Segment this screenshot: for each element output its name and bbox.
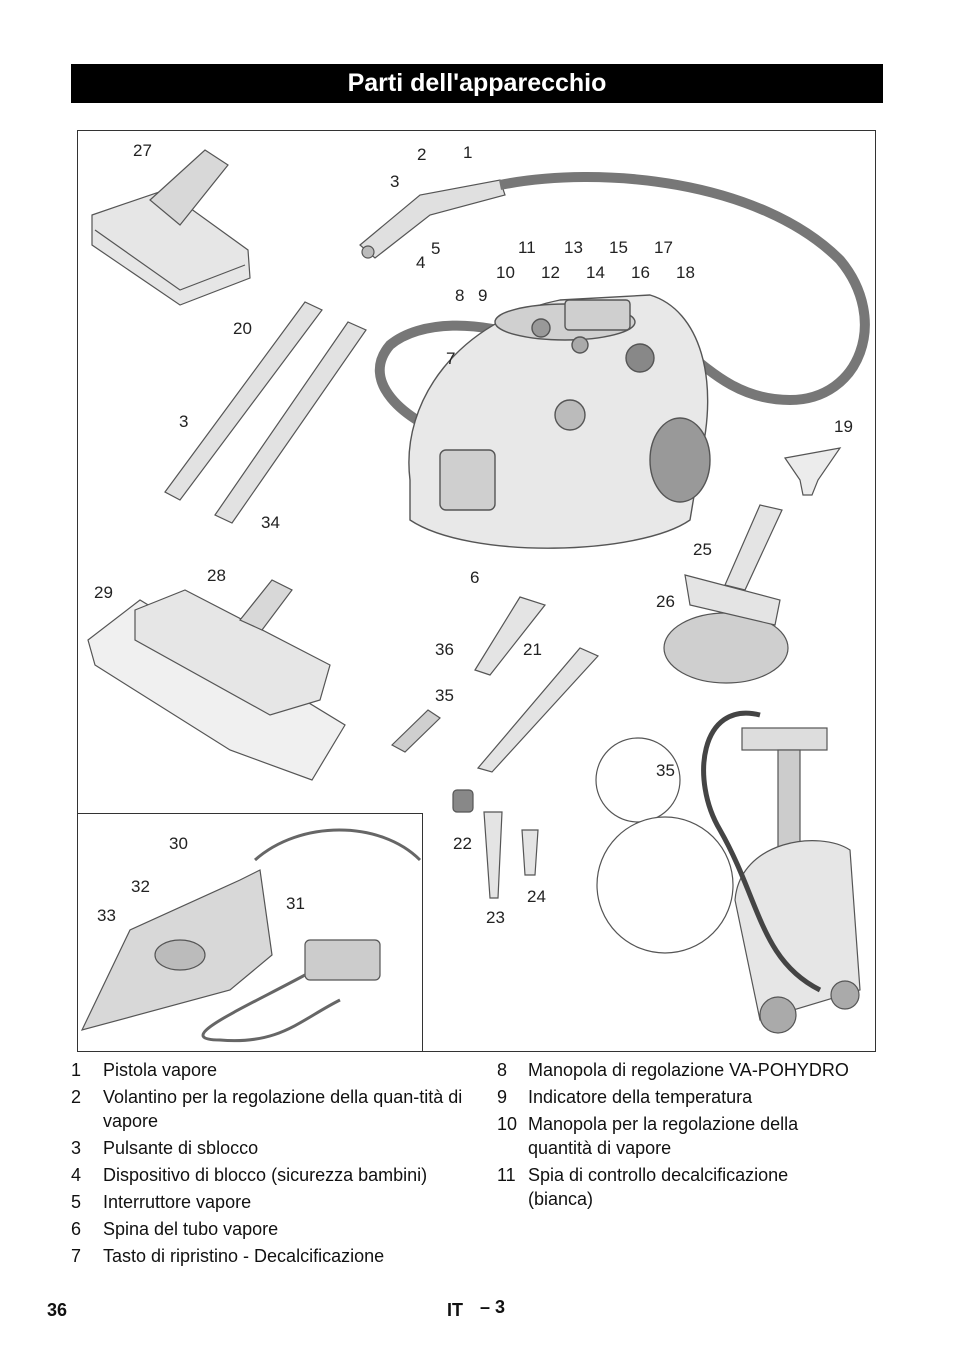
callout-20: 20 — [233, 319, 252, 338]
floor-nozzle-drawing — [87, 579, 346, 781]
legend-item: 3 Pulsante di sblocco — [71, 1136, 471, 1160]
callout-10: 10 — [496, 263, 515, 282]
callout-13: 13 — [564, 238, 583, 257]
legend-text: Pistola vapore — [103, 1060, 218, 1080]
legend-text: Interruttore vapore — [103, 1192, 252, 1212]
legend-item: 6 Spina del tubo vapore — [71, 1217, 471, 1241]
parts-legend-left: 1 Pistola vapore 2 Volantino per la regola… — [71, 1058, 471, 1271]
callout-33: 33 — [97, 906, 116, 925]
callout-4: 4 — [416, 253, 425, 272]
legend-text: Manopola di regolazione VA-POHYDRO — [528, 1060, 849, 1080]
callout-34: 34 — [261, 513, 280, 532]
accessories-drawing — [390, 596, 600, 899]
callout-30: 30 — [169, 834, 188, 853]
section-page-number: – 3 — [480, 1297, 506, 1317]
callout-35: 35 — [435, 686, 454, 705]
iron-inset-frame — [77, 813, 423, 1052]
steam-gun-drawing — [359, 179, 506, 259]
legend-number: 11 — [497, 1165, 516, 1185]
stand-hose-drawing — [701, 710, 822, 993]
legend-item: 2 Volantino per la regolazione della quan… — [71, 1085, 471, 1133]
legend-number: 9 — [497, 1087, 508, 1107]
callout-29: 29 — [94, 583, 113, 602]
legend-number: 3 — [71, 1138, 82, 1158]
legend-text: Volantino per la regolazione della quan-… — [103, 1087, 463, 1131]
callout-21: 21 — [523, 640, 542, 659]
legend-number: 1 — [71, 1060, 82, 1080]
legend-text: Pulsante di sblocco — [103, 1138, 259, 1158]
extension-tubes-drawing — [164, 301, 367, 524]
callout-6: 6 — [470, 568, 479, 587]
callout-8: 8 — [455, 286, 464, 305]
callout-26: 26 — [656, 592, 675, 611]
legend-item: 5 Interruttore vapore — [71, 1190, 471, 1214]
legend-text: Spina del tubo vapore — [103, 1219, 279, 1239]
callout-5: 5 — [431, 239, 440, 258]
callout-24: 24 — [527, 887, 546, 906]
legend-item: 4 Dispositivo di blocco (sicurezza bambin… — [71, 1163, 471, 1187]
page-number: 36 — [47, 1300, 68, 1320]
section-title: Parti dell'apparecchio — [347, 69, 607, 97]
callout-3: 3 — [390, 172, 399, 191]
steam-hose-lower-drawing — [374, 320, 532, 445]
legend-number: 10 — [497, 1114, 518, 1134]
legend-item: 1 Pistola vapore — [71, 1058, 471, 1082]
wide-nozzle-drawing — [91, 149, 251, 306]
callout-28: 28 — [207, 566, 226, 585]
language-code: IT — [447, 1300, 463, 1320]
legend-item: 7 Tasto di ripristino - Decalcificazione — [71, 1244, 471, 1268]
callout-35-detail: 35 — [656, 761, 675, 780]
legend-item: 8 Manopola di regolazione VA-POHYDRO — [497, 1058, 857, 1082]
callout-3-tube: 3 — [179, 412, 188, 431]
callout-15: 15 — [609, 238, 628, 257]
legend-number: 2 — [71, 1087, 82, 1107]
hand-nozzle-drawing — [663, 504, 789, 684]
legend-number: 6 — [71, 1219, 82, 1239]
callout-36: 36 — [435, 640, 454, 659]
funnel-drawing — [783, 447, 842, 496]
callout-19: 19 — [834, 417, 853, 436]
section-header: Parti dell'apparecchio — [71, 64, 883, 103]
callout-12: 12 — [541, 263, 560, 282]
callout-1: 1 — [463, 143, 472, 162]
callout-14: 14 — [586, 263, 605, 282]
parts-legend-right: 8 Manopola di regolazione VA-POHYDRO 9 Ind… — [497, 1058, 857, 1214]
callout-9: 9 — [478, 286, 487, 305]
main-unit-drawing — [408, 294, 711, 549]
legend-number: 5 — [71, 1192, 82, 1212]
callout-17: 17 — [654, 238, 673, 257]
legend-text: Dispositivo di blocco (sicurezza bambini… — [103, 1165, 428, 1185]
legend-item: 11 Spia di controllo decalcificazione (bi… — [497, 1163, 857, 1211]
iron-cable-lower-drawing — [201, 973, 341, 1043]
legend-number: 4 — [71, 1165, 82, 1185]
callout-18: 18 — [676, 263, 695, 282]
legend-text: Indicatore della temperatura — [528, 1087, 753, 1107]
legend-text: Tasto di ripristino - Decalcificazione — [103, 1246, 385, 1266]
legend-number: 7 — [71, 1246, 82, 1266]
legend-item: 10 Manopola per la regolazione della quan… — [497, 1112, 857, 1160]
legend-number: 8 — [497, 1060, 508, 1080]
callout-2: 2 — [417, 145, 426, 164]
callout-32: 32 — [131, 877, 150, 896]
stand-drawing — [595, 727, 861, 1034]
legend-text: Manopola per la regolazione della quanti… — [528, 1114, 799, 1158]
iron-cable-drawing — [254, 828, 422, 862]
legend-item: 9 Indicatore della temperatura — [497, 1085, 857, 1109]
callout-16: 16 — [631, 263, 650, 282]
callout-7: 7 — [446, 349, 455, 368]
callout-23: 23 — [486, 908, 505, 927]
callout-11: 11 — [518, 238, 536, 257]
callout-27: 27 — [133, 141, 152, 160]
iron-drawing — [80, 869, 381, 1031]
callout-25: 25 — [693, 540, 712, 559]
callout-22: 22 — [453, 834, 472, 853]
steam-hose-drawing — [499, 172, 870, 406]
legend-text: Spia di controllo decalcificazione (bian… — [528, 1165, 789, 1209]
callout-31: 31 — [286, 894, 305, 913]
